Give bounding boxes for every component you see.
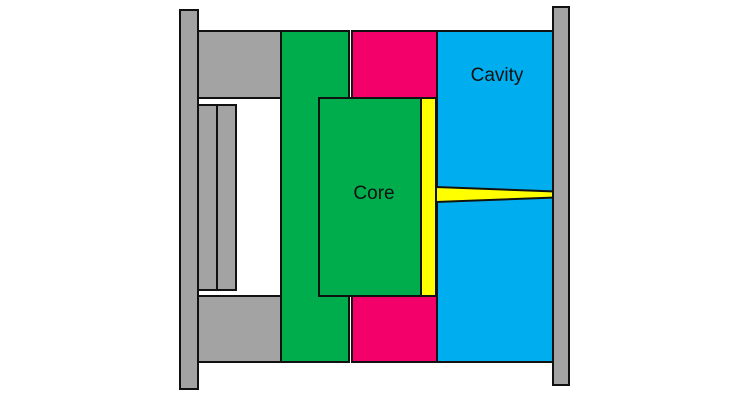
moving-clamp-plate: [179, 9, 199, 390]
molded-part: [420, 97, 437, 297]
support-block-top: [197, 30, 282, 99]
ejector-plate: [216, 104, 237, 291]
ejector-retainer-plate: [197, 104, 218, 291]
core-insert: [318, 97, 422, 297]
support-block-bottom: [197, 295, 282, 363]
stripper-plate-bottom: [351, 295, 438, 363]
cavity-label: Cavity: [471, 65, 524, 86]
fixed-clamp-plate: [552, 6, 570, 386]
stripper-plate-top: [351, 30, 438, 99]
core-label: Core: [353, 183, 394, 204]
